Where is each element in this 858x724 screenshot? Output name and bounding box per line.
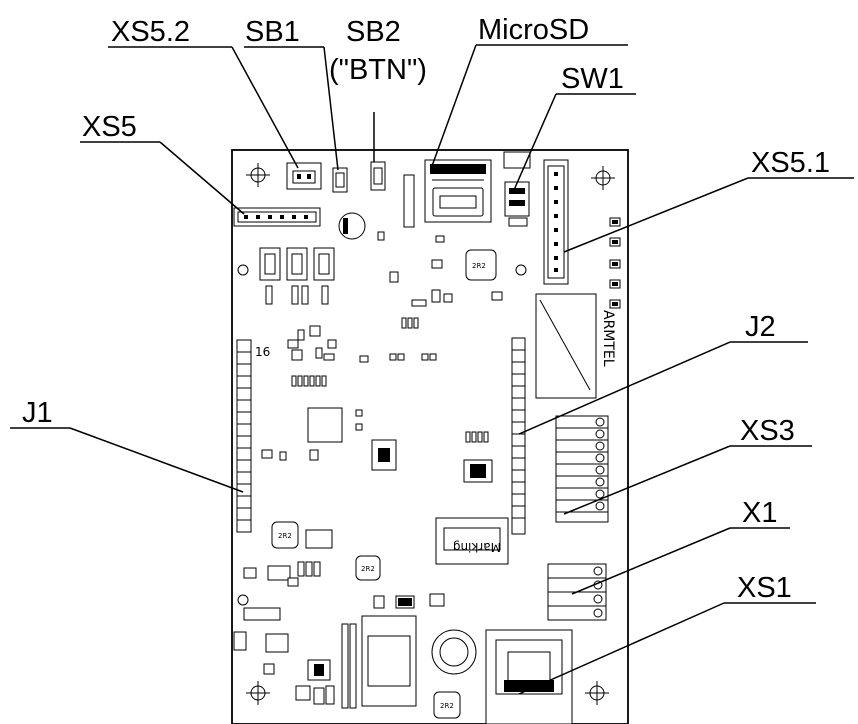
j1-header bbox=[236, 339, 252, 533]
via-hole bbox=[515, 264, 527, 276]
xs3-terminal bbox=[555, 415, 609, 523]
xs5-connector bbox=[233, 207, 321, 227]
mounting-hole-icon bbox=[246, 681, 270, 705]
smd-components bbox=[261, 231, 503, 461]
inductor: 2R2 bbox=[433, 691, 461, 719]
cpu-chip bbox=[307, 407, 343, 443]
svg-text:2R2: 2R2 bbox=[472, 262, 486, 270]
marking-text: Marking bbox=[453, 540, 501, 554]
svg-text:2R2: 2R2 bbox=[440, 702, 454, 710]
label-x1: X1 bbox=[742, 497, 777, 529]
xs5-1-connector bbox=[543, 159, 569, 285]
label-j1: J1 bbox=[22, 397, 53, 429]
sb2-button bbox=[370, 161, 386, 191]
label-microsd: MicroSD bbox=[478, 14, 589, 46]
label-xs5: XS5 bbox=[82, 111, 137, 143]
marking-module: Marking bbox=[435, 517, 509, 565]
inductor: 2R2 bbox=[355, 555, 381, 581]
via-hole bbox=[237, 264, 249, 276]
label-sw1: SW1 bbox=[561, 63, 624, 95]
label-j2: J2 bbox=[745, 311, 776, 343]
relay-icon bbox=[535, 293, 597, 399]
ic-chip bbox=[463, 431, 493, 483]
ic-chip bbox=[371, 439, 397, 471]
sb1-button bbox=[332, 167, 348, 193]
smd-components bbox=[233, 529, 445, 709]
leader-lines bbox=[10, 44, 854, 695]
led-column bbox=[609, 217, 621, 309]
pin-marker: 16 bbox=[255, 345, 270, 359]
label-sb1: SB1 bbox=[245, 16, 300, 48]
mounting-hole-icon bbox=[246, 163, 270, 187]
mounting-hole-icon bbox=[591, 166, 615, 190]
svg-text:2R2: 2R2 bbox=[361, 565, 375, 573]
label-xs1: XS1 bbox=[737, 572, 792, 604]
label-xs5-2: XS5.2 bbox=[111, 16, 190, 48]
inductor: 2R2 bbox=[271, 521, 299, 549]
j2-header bbox=[511, 337, 526, 535]
xs5-2-connector bbox=[286, 162, 322, 190]
brand-text: ARMTEL bbox=[600, 310, 616, 367]
svg-text:2R2: 2R2 bbox=[278, 532, 292, 540]
label-sb2: SB2 bbox=[346, 16, 401, 48]
via-hole bbox=[237, 594, 249, 606]
capacitor bbox=[338, 212, 366, 240]
label-sb2-btn: ("BTN") bbox=[329, 54, 427, 86]
label-xs5-1: XS5.1 bbox=[751, 147, 830, 179]
microsd-slot bbox=[424, 159, 492, 223]
label-xs3: XS3 bbox=[740, 415, 795, 447]
capacitor bbox=[431, 629, 477, 675]
component bbox=[403, 174, 415, 228]
transformer bbox=[361, 615, 417, 707]
relay-row bbox=[259, 247, 335, 305]
inductor: 2R2 bbox=[465, 249, 497, 281]
mounting-hole-icon bbox=[585, 681, 609, 705]
